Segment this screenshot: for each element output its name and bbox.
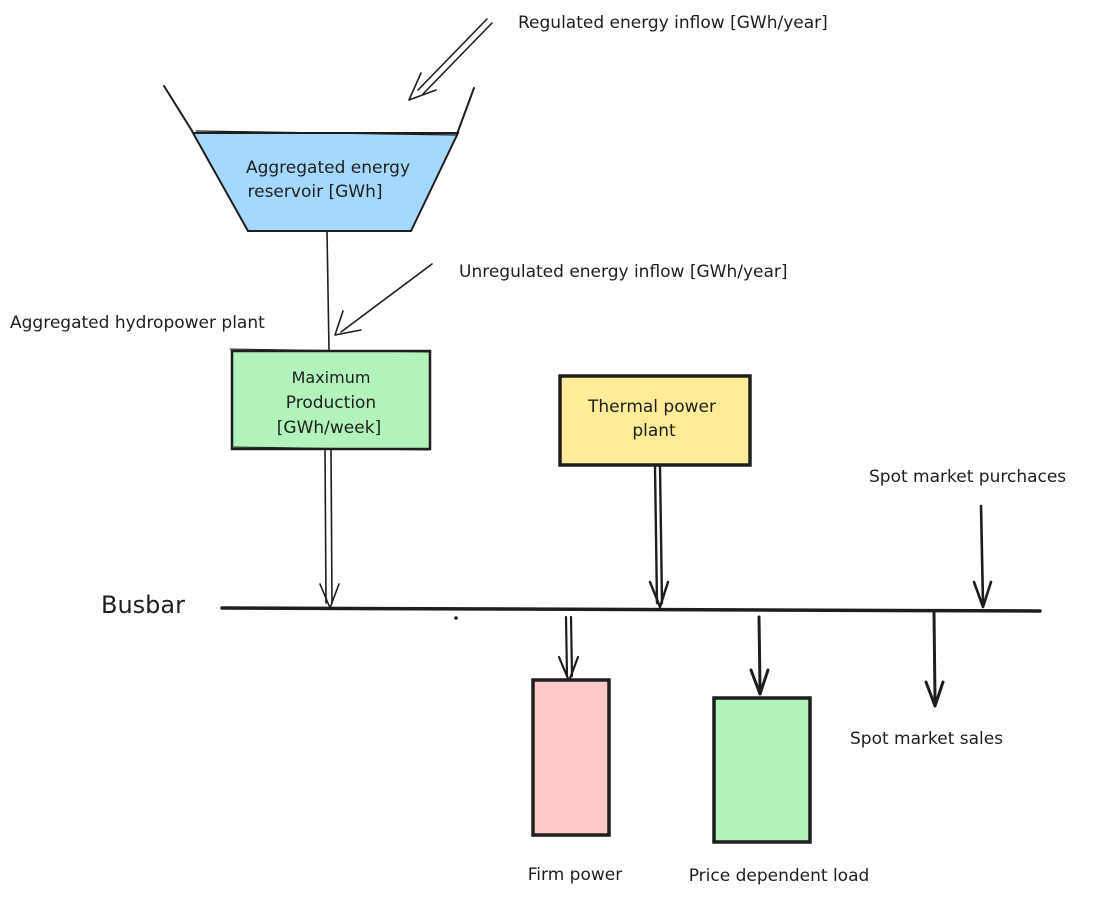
firm-power-box — [531, 678, 611, 837]
spot-sales-label: Spot market sales — [850, 729, 1003, 749]
max-production-label-line-2: Production — [286, 393, 376, 413]
busbar-label: Busbar — [101, 591, 185, 619]
max-production-label-line-3: [GWh/week] — [277, 418, 381, 438]
reservoir-shape — [163, 85, 475, 232]
reservoir-label-line-1: Aggregated energy — [246, 158, 410, 178]
unregulated-inflow-arrow — [334, 263, 433, 336]
thermal-plant-box — [558, 374, 752, 467]
spot-sales-arrow — [924, 610, 945, 708]
thermal-plant-label-line-2: plant — [632, 421, 676, 441]
max-production-box — [229, 348, 432, 451]
price-dependent-load-label: Price dependent load — [689, 866, 870, 886]
load-arrow — [749, 615, 770, 696]
max-production-label-line-1: Maximum — [292, 368, 371, 387]
unregulated-inflow-label: Unregulated energy inflow [GWh/year] — [459, 262, 788, 282]
busbar-dot — [454, 616, 458, 620]
hydropower-plant-label: Aggregated hydropower plant — [10, 313, 265, 333]
firm-power-label: Firm power — [528, 865, 622, 885]
thermal-plant-label-line-1: Thermal power — [587, 397, 716, 417]
price-dependent-load-box — [712, 696, 812, 844]
spot-purchases-arrow — [972, 504, 993, 609]
production-to-busbar-arrow — [319, 448, 340, 609]
reservoir-label-line-2: reservoir [GWh] — [248, 182, 383, 202]
regulated-inflow-arrow — [408, 18, 493, 101]
firm-power-arrow — [557, 615, 580, 683]
regulated-inflow-label: Regulated energy inflow [GWh/year] — [518, 13, 828, 33]
busbar-line — [220, 606, 1042, 613]
thermal-to-busbar-arrow — [648, 465, 670, 609]
reservoir-to-plant-line — [326, 230, 330, 351]
spot-purchases-label: Spot market purchaces — [869, 467, 1066, 487]
